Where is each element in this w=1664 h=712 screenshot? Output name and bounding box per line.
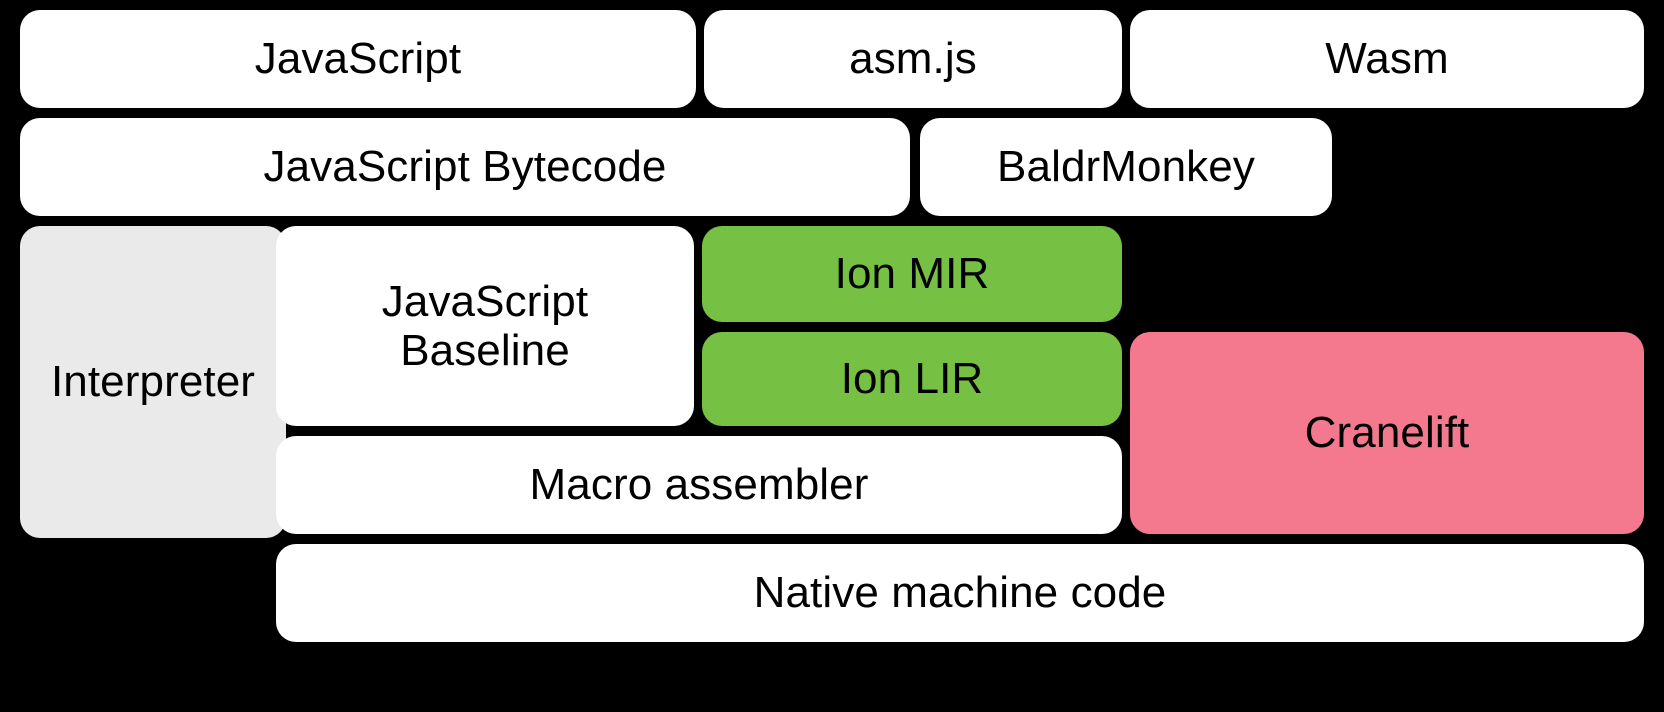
node-asm-js[interactable]: asm.js (704, 10, 1122, 108)
node-javascript[interactable]: JavaScript (20, 10, 696, 108)
node-baldrmonkey[interactable]: BaldrMonkey (920, 118, 1332, 216)
node-ion-mir-label: Ion MIR (834, 249, 990, 299)
node-macro-assembler[interactable]: Macro assembler (276, 436, 1122, 534)
node-javascript-bytecode[interactable]: JavaScript Bytecode (20, 118, 910, 216)
node-native-machine-code[interactable]: Native machine code (276, 544, 1644, 642)
node-javascript-baseline-label: JavaScript Baseline (381, 276, 589, 375)
node-ion-mir[interactable]: Ion MIR (702, 226, 1122, 322)
node-javascript-bytecode-label: JavaScript Bytecode (263, 142, 667, 192)
node-asm-js-label: asm.js (849, 34, 977, 84)
node-wasm[interactable]: Wasm (1130, 10, 1644, 108)
node-ion-lir-label: Ion LIR (840, 354, 984, 404)
node-cranelift-label: Cranelift (1304, 408, 1470, 458)
node-interpreter[interactable]: Interpreter (20, 226, 286, 538)
node-interpreter-label: Interpreter (50, 357, 256, 407)
node-native-machine-code-label: Native machine code (753, 568, 1167, 618)
node-ion-lir[interactable]: Ion LIR (702, 332, 1122, 426)
node-javascript-label: JavaScript (254, 34, 462, 84)
node-macro-assembler-label: Macro assembler (529, 460, 869, 510)
node-cranelift[interactable]: Cranelift (1130, 332, 1644, 534)
node-wasm-label: Wasm (1325, 34, 1449, 84)
node-baldrmonkey-label: BaldrMonkey (997, 142, 1255, 192)
node-javascript-baseline[interactable]: JavaScript Baseline (276, 226, 694, 426)
